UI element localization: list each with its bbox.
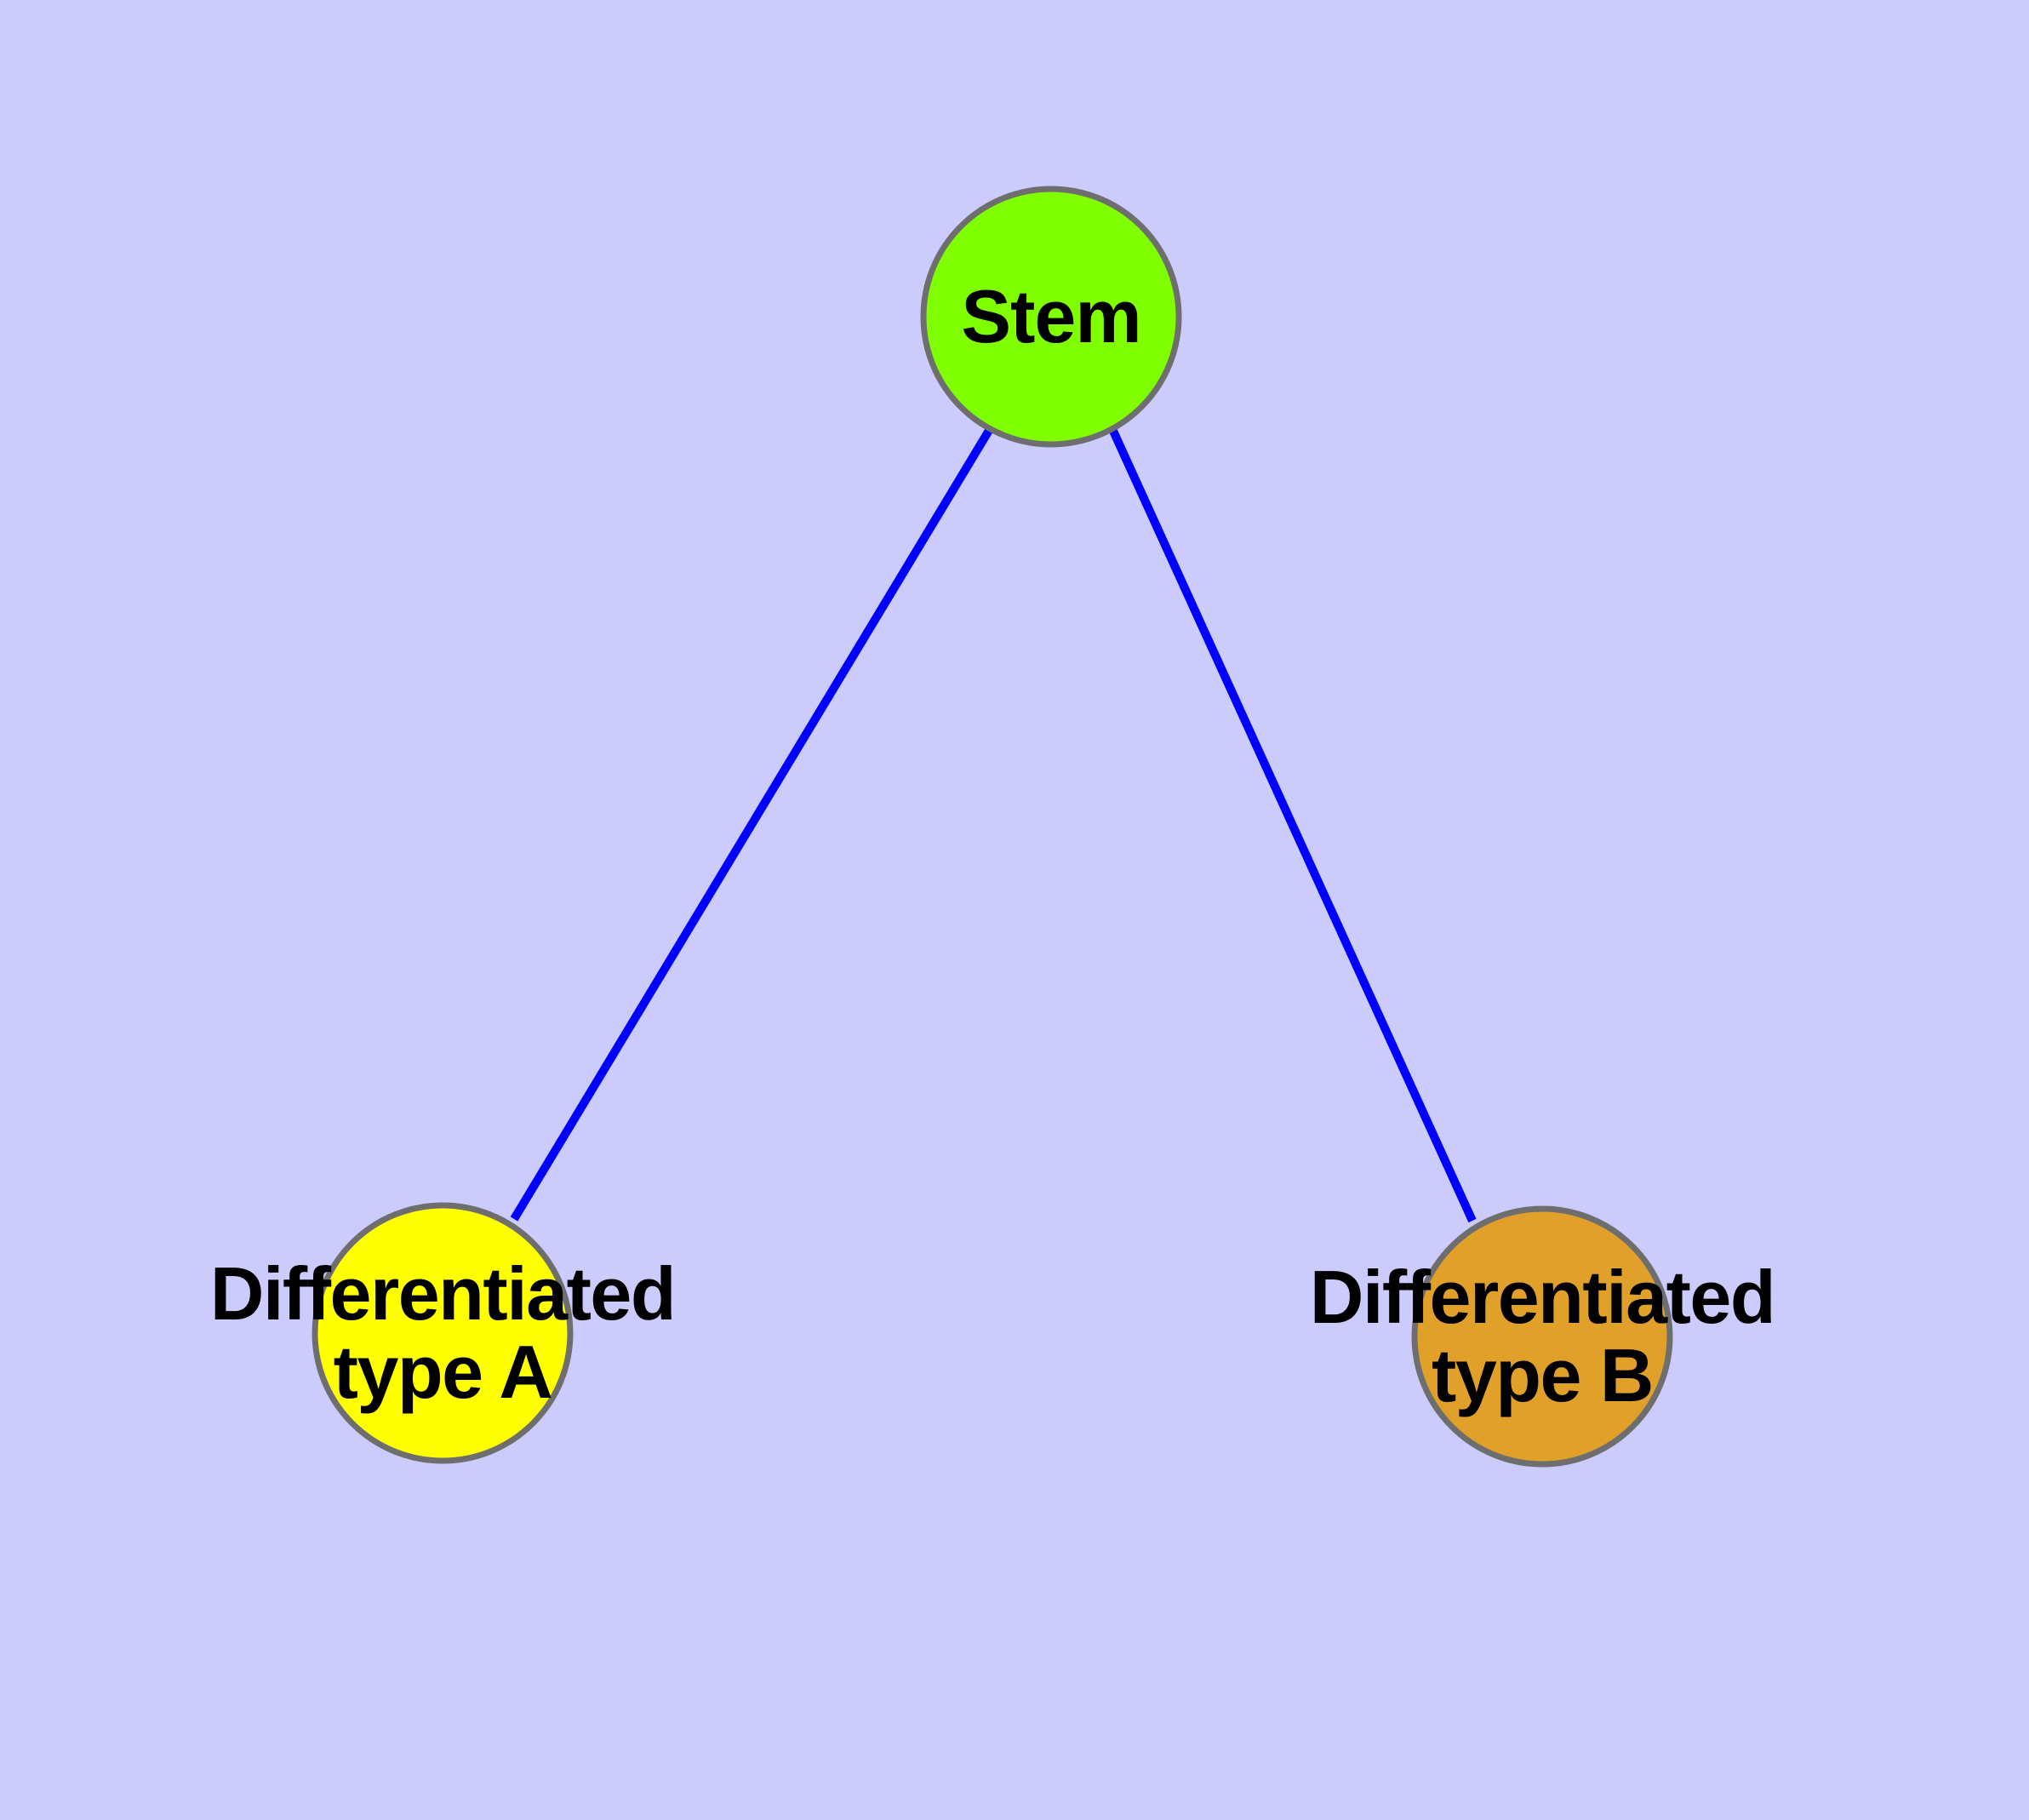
node-diff-b[interactable] [1411,1205,1673,1468]
edge-layer [510,426,1477,1223]
node-layer [311,186,1673,1468]
node-diff-a[interactable] [311,1202,574,1464]
edge-stem-to-a [510,426,994,1222]
node-stem[interactable] [920,186,1182,448]
edge-stem-to-b [1108,426,1477,1223]
